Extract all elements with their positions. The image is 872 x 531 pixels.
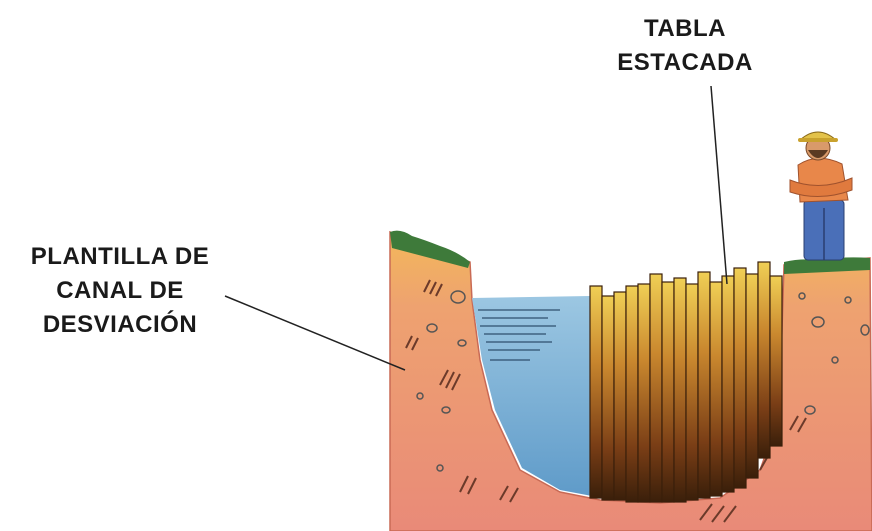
label-line: CANAL DE: [56, 277, 184, 304]
label-sheet-pile: TABLA ESTACADA: [585, 12, 785, 80]
label-line: DESVIACIÓN: [42, 311, 198, 338]
soil-pebbles: [416, 290, 870, 472]
soil-hatching: [405, 279, 807, 523]
worker-figure: [789, 131, 853, 261]
label-line: TABLA: [643, 15, 727, 42]
label-diversion-channel-template: PLANTILLA DE CANAL DE DESVIACIÓN: [6, 240, 234, 342]
sheet-pile-wall: [589, 261, 783, 503]
leader-line-channel: [224, 295, 406, 371]
right-grass: [784, 257, 870, 274]
leader-line-sheet-pile: [710, 85, 728, 285]
left-grass: [390, 230, 470, 268]
label-line: ESTACADA: [617, 49, 753, 76]
water-channel: [472, 296, 592, 496]
water-ripples: [478, 309, 560, 361]
label-line: PLANTILLA DE: [30, 243, 210, 270]
